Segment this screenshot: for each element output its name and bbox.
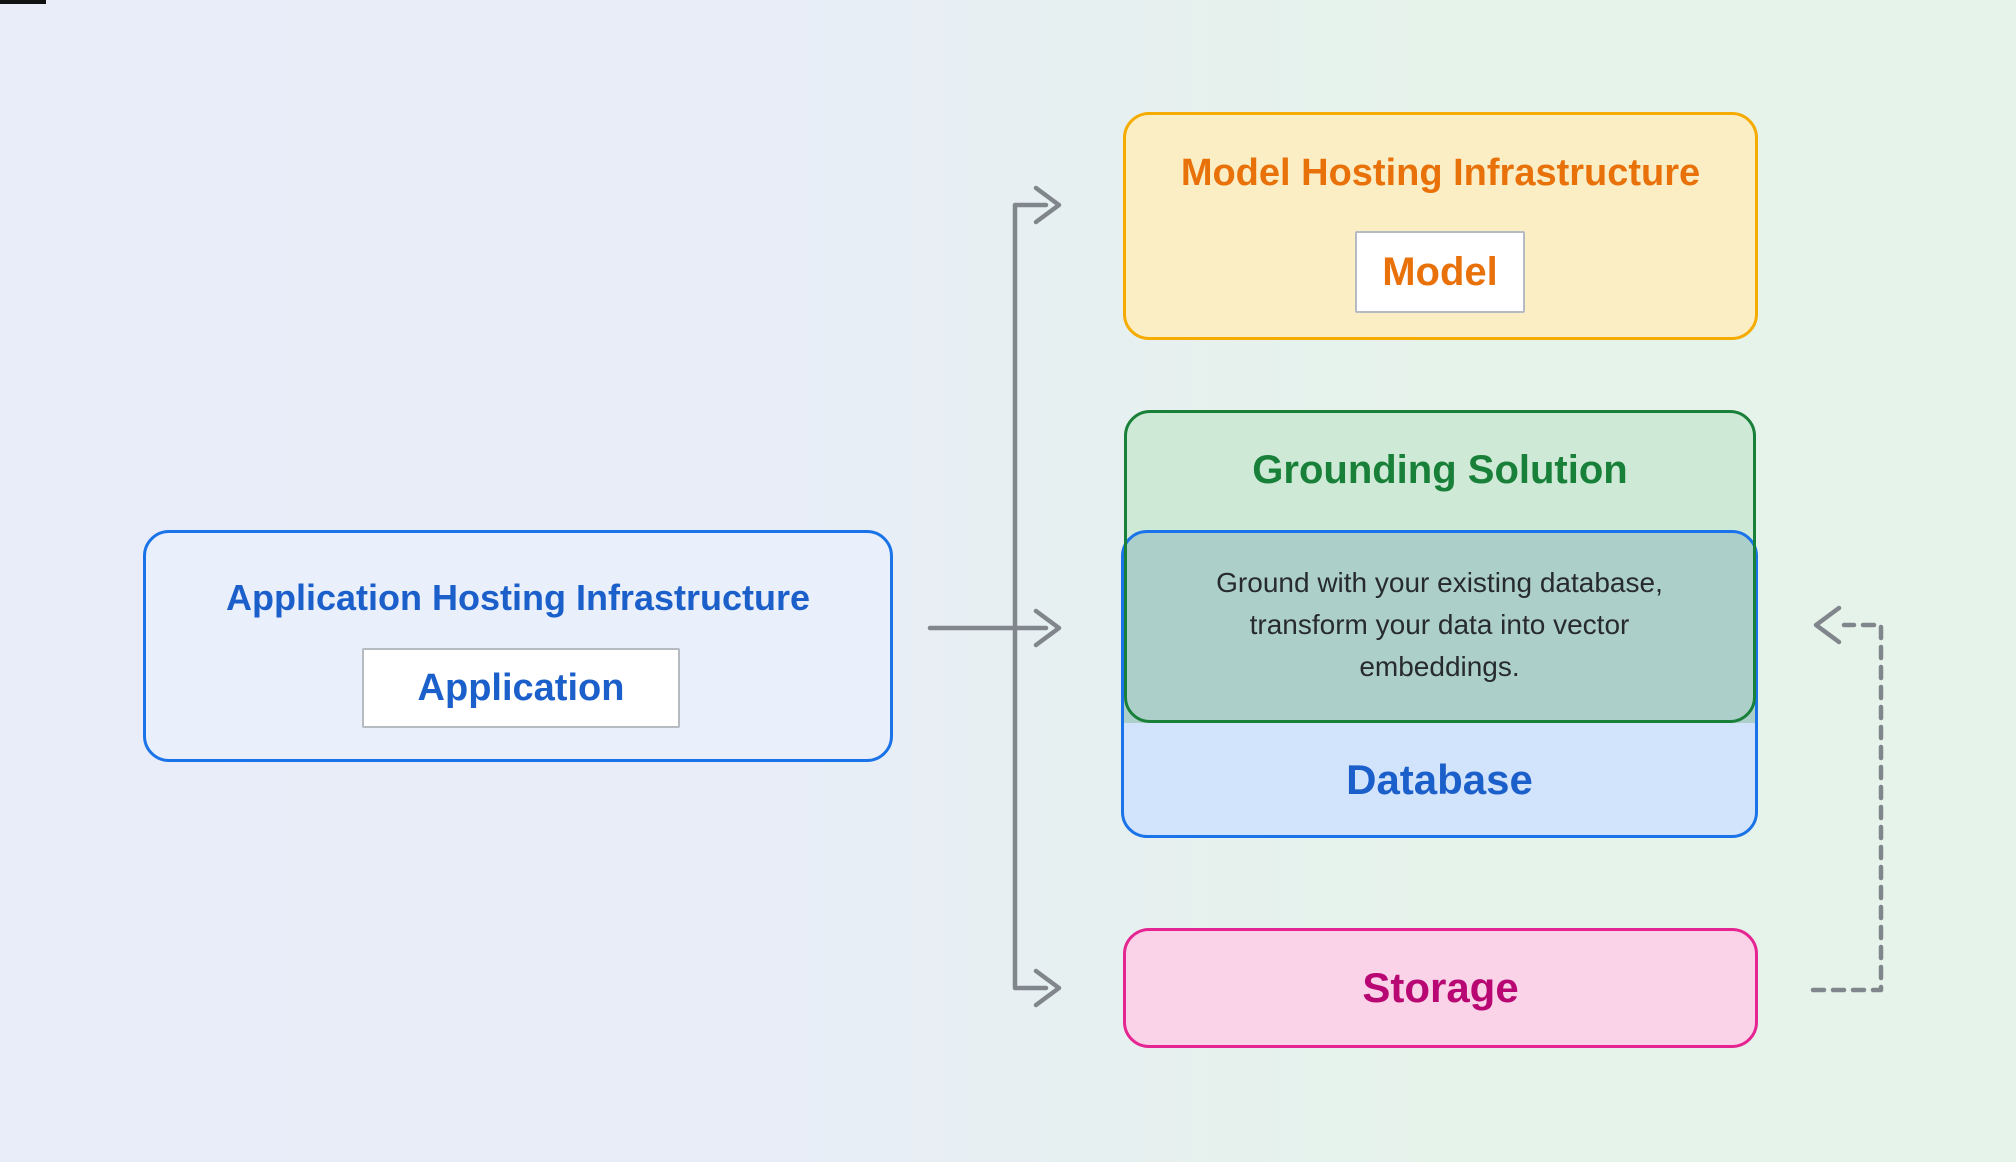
screen-corner-artifact bbox=[0, 0, 46, 4]
dashed-feedback-arrow-head bbox=[1813, 605, 1842, 645]
application-hosting-box: Application Hosting Infrastructure Appli… bbox=[143, 530, 893, 762]
model-hosting-title: Model Hosting Infrastructure bbox=[1180, 151, 1701, 194]
grounding-solution-outline bbox=[1124, 410, 1756, 723]
grounding-description-wrap: Ground with your existing database, tran… bbox=[1121, 562, 1758, 688]
application-chip-label: Application bbox=[417, 666, 625, 709]
grounding-solution-title: Grounding Solution bbox=[1252, 447, 1628, 492]
storage-label: Storage bbox=[1362, 964, 1519, 1011]
model-hosting-box: Model Hosting Infrastructure Model bbox=[1123, 112, 1758, 340]
arrow-to-grounding-head bbox=[1033, 608, 1062, 648]
application-hosting-title: Application Hosting Infrastructure bbox=[225, 577, 811, 618]
model-chip: Model bbox=[1355, 231, 1525, 313]
storage-box: Storage bbox=[1123, 928, 1758, 1048]
dashed-feedback-line bbox=[1810, 622, 1884, 993]
branch-line bbox=[1012, 202, 1049, 991]
database-label: Database bbox=[1346, 756, 1533, 803]
arrow-to-storage-head bbox=[1033, 968, 1062, 1008]
arrow-to-model-head bbox=[1033, 185, 1062, 225]
application-chip: Application bbox=[362, 648, 680, 728]
database-box bbox=[1121, 530, 1758, 838]
grounding-description: Ground with your existing database, tran… bbox=[1216, 567, 1663, 682]
model-chip-label: Model bbox=[1382, 249, 1498, 294]
